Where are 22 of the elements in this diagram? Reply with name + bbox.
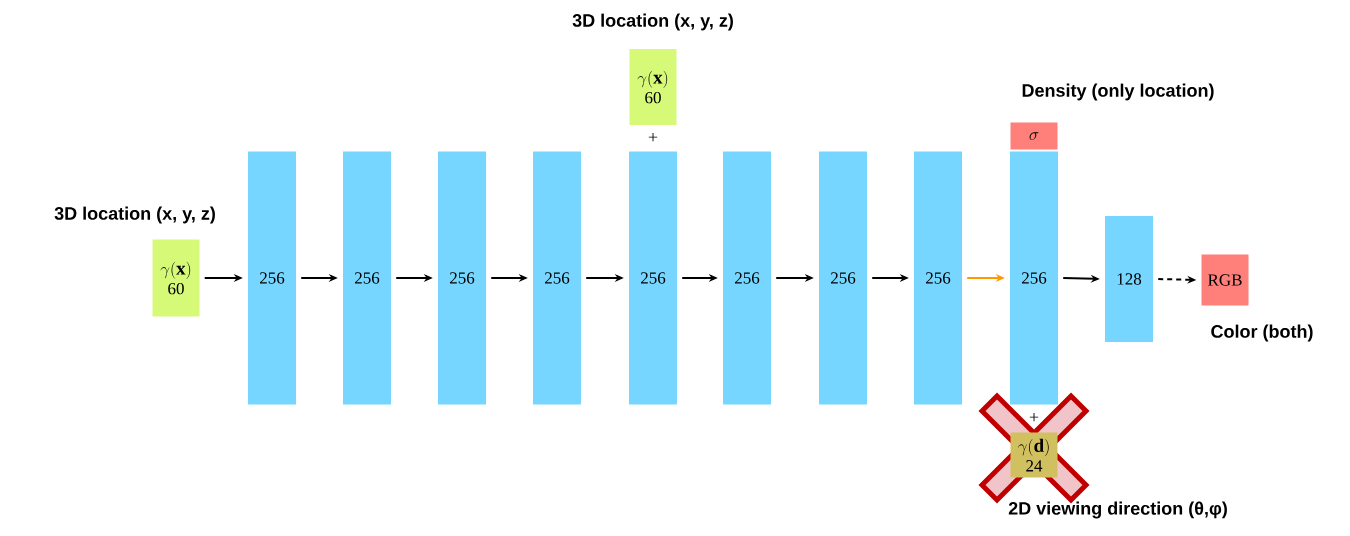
caption-label: Color (both) xyxy=(1211,324,1313,342)
input-box: $\gamma(\mathbf{x})$ 60 xyxy=(152,239,200,317)
input-box: $\gamma(\mathbf{d})$ 24 xyxy=(1010,432,1058,478)
layer-bar: 256 xyxy=(723,151,771,405)
layer-bar: 256 xyxy=(248,151,296,405)
heading-label: Density (only location) xyxy=(1022,83,1214,101)
plus-sign: + xyxy=(1029,412,1039,422)
layer-bar: 256 xyxy=(343,151,391,405)
output-box: RGB xyxy=(1201,254,1249,306)
layer-bar: 256 xyxy=(819,151,867,405)
heading-label: 3D location (x, y, z) xyxy=(54,206,215,224)
layer-bar: 256 xyxy=(533,151,581,405)
input-box: $\gamma(\mathbf{x})$ 60 xyxy=(629,49,677,125)
heading-label: 3D location (x, y, z) xyxy=(572,13,733,31)
layer-bar: 256 xyxy=(438,151,486,405)
layer-bar: 256 xyxy=(1010,151,1058,405)
caption-label: 2D viewing direction (θ,φ) xyxy=(1008,501,1227,519)
layer-bar: 256 xyxy=(914,151,962,405)
output-box: $\sigma$ xyxy=(1010,122,1058,150)
plus-sign: + xyxy=(648,132,658,142)
layer-bar: 256 xyxy=(629,151,677,405)
layer-bar: 128 xyxy=(1105,216,1153,342)
